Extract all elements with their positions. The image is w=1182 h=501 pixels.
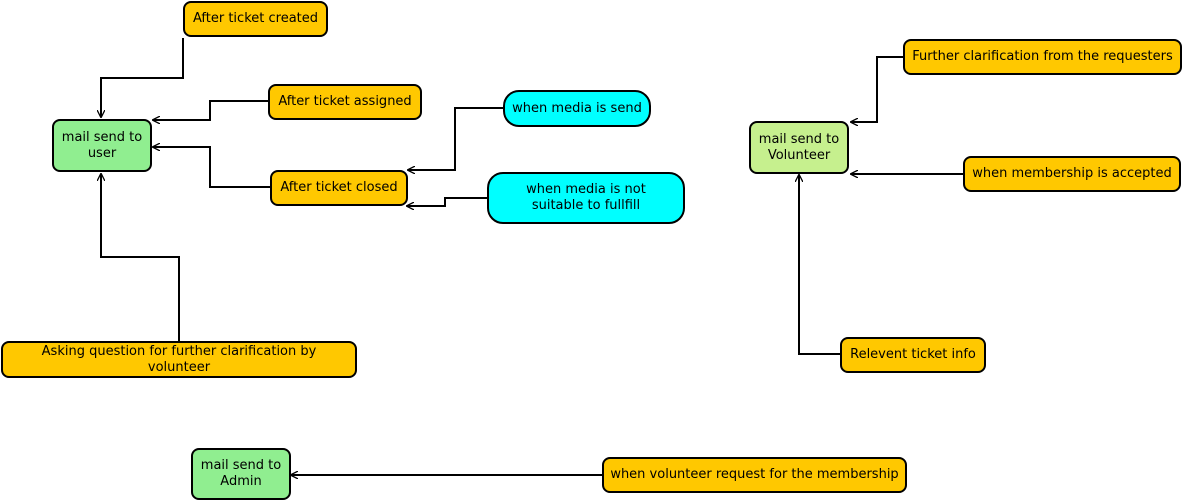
further-clarification-node: Further clarification from the requester… [903, 39, 1182, 75]
when-membership-accepted-node: when membership is accepted [963, 156, 1181, 192]
when-media-is-send-node: when media is send [503, 90, 651, 127]
edge-ticket-closed-to-user [153, 147, 270, 188]
edge-asking-question-to-user [101, 174, 180, 341]
edge-media-send-to-closed [408, 107, 503, 170]
mail-send-to-admin-node: mail send to Admin [191, 448, 291, 500]
edge-relevent-info-to-volunteer [799, 175, 840, 355]
mail-send-to-user-node: mail send to user [52, 119, 152, 172]
when-media-not-suitable-node: when media is not suitable to fullfill [487, 172, 685, 224]
volunteer-request-membership-node: when volunteer request for the membershi… [602, 457, 907, 493]
edge-media-not-suitable-to-closed [407, 197, 487, 206]
mail-send-to-volunteer-node: mail send to Volunteer [749, 121, 849, 174]
edge-ticket-created-to-user [101, 38, 184, 117]
edge-ticket-assigned-to-user [153, 100, 268, 120]
after-ticket-closed-node: After ticket closed [270, 170, 408, 206]
after-ticket-created-node: After ticket created [183, 1, 328, 37]
edge-further-clarification-to-volunteer [851, 56, 903, 122]
relevent-ticket-info-node: Relevent ticket info [840, 337, 986, 373]
asking-question-node: Asking question for further clarificatio… [1, 341, 357, 378]
after-ticket-assigned-node: After ticket assigned [268, 84, 422, 120]
